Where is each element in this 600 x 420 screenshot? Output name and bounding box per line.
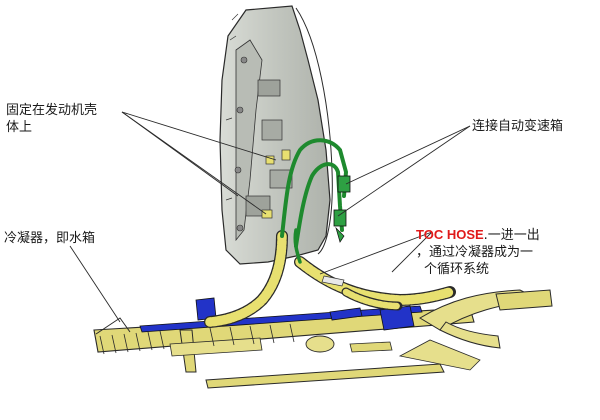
callout-toc-hose: TOC HOSE.一进一出 ，通过冷凝器成为一 个循环系统 (416, 226, 540, 278)
callout-toc-hose-line2: ，通过冷凝器成为一 (416, 245, 534, 260)
toc-hose-rest: .一进一出 (483, 228, 540, 243)
callout-engine-mount-line1: 固定在发动机壳 (6, 103, 98, 118)
oil-cooler-hose (204, 230, 456, 328)
callout-toc-hose-line1: TOC HOSE.一进一出 (416, 226, 540, 244)
callout-cooler: 冷凝器，即水箱 (4, 231, 96, 246)
transmission-housing (219, 5, 333, 265)
callout-engine-mount-line2: 体上 (6, 120, 33, 135)
toc-hose (280, 138, 351, 287)
callout-engine-mount: 固定在发动机壳 体上 (6, 102, 97, 136)
callout-leaders (69, 111, 471, 323)
callout-transmission: 连接自动变速箱 (472, 119, 564, 134)
radiator-frame (93, 289, 553, 389)
callout-toc-hose-line3: 个循环系统 (424, 262, 490, 277)
toc-hose-term: TOC HOSE (416, 227, 484, 242)
